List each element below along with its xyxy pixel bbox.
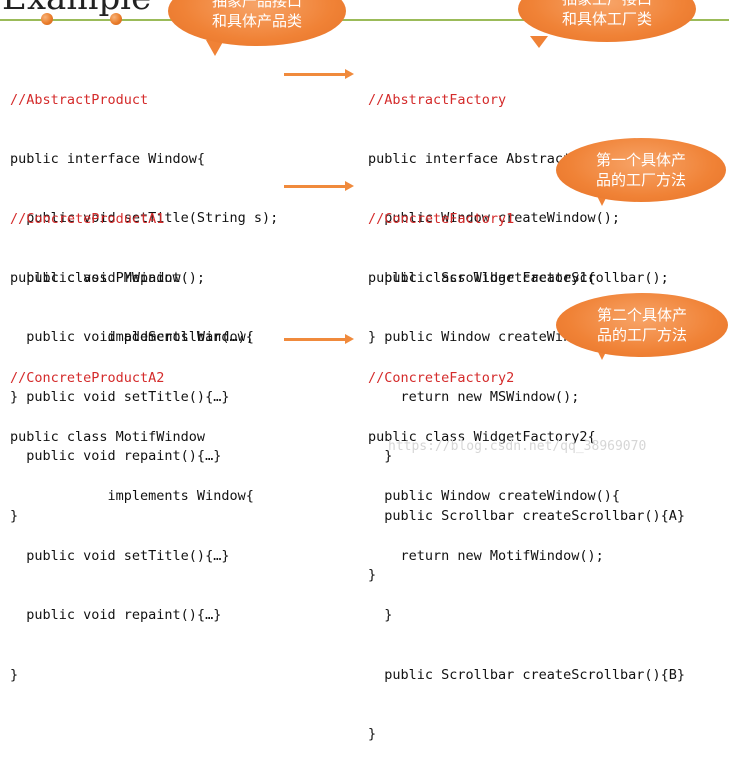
code-line: public void setTitle(String s); <box>10 210 279 227</box>
code-line: public interface Window{ <box>10 150 206 167</box>
bullet-dot-right <box>110 13 122 25</box>
callout-first-factory-method: 第一个具体产 品的工厂方法 <box>556 138 726 202</box>
callout-line: 和具体工厂类 <box>561 10 652 28</box>
bullet-dot-left <box>41 13 53 25</box>
code-concrete-factory-2: //ConcreteFactory2 public class WidgetFa… <box>368 329 685 765</box>
code-line: public Window createWindow(); <box>368 210 620 227</box>
code-line: } <box>368 725 377 742</box>
callout-line: 第一个具体产 <box>595 151 686 169</box>
title-rule <box>0 19 729 21</box>
code-concrete-product-a2: //ConcreteProductA2 public class MotifWi… <box>10 329 254 705</box>
code-line: return new MotifWindow(); <box>368 547 604 564</box>
code-line: implements Window{ <box>10 329 254 346</box>
code-line: public class WidgetFactory1{ <box>368 269 596 286</box>
code-line: implements Window{ <box>10 488 254 505</box>
code-line: return new MSWindow(); <box>368 388 580 405</box>
callout-second-factory-method: 第二个具体产 品的工厂方法 <box>556 293 728 357</box>
code-line: } <box>368 329 377 346</box>
code-line: public void repaint(); <box>10 269 206 286</box>
callout-line: 和具体产品类 <box>211 12 302 30</box>
code-comment: //ConcreteFactory1 <box>368 210 515 227</box>
code-line: } <box>368 448 393 465</box>
callout-line: 品的工厂方法 <box>596 326 687 344</box>
callout-abstract-product: 抽象产品接口 和具体产品类 <box>168 0 346 46</box>
arrow-product-to-factory <box>284 69 354 79</box>
code-comment: //ConcreteProductA2 <box>10 369 165 386</box>
code-line: public void setTitle(){…} <box>10 388 230 405</box>
arrow-a1-to-factory1 <box>284 181 354 191</box>
callout-line: 抽象产品接口 <box>211 0 302 10</box>
code-line: public class PMWindow <box>10 269 181 286</box>
code-line: public void repaint(){…} <box>10 607 222 624</box>
code-line: public void repaint(){…} <box>10 448 222 465</box>
code-line: public Scrollbar createScrollbar(); <box>368 269 669 286</box>
code-concrete-product-a1: //ConcreteProductA1 public class PMWindo… <box>10 170 254 546</box>
code-line: } <box>10 666 19 683</box>
code-comment: //AbstractFactory <box>368 91 507 108</box>
code-line: public void addScrollbar(…); <box>10 329 254 346</box>
code-line: } <box>368 607 393 624</box>
code-line: public Window createWindow(){ <box>368 488 620 505</box>
callout-tail <box>206 40 224 56</box>
code-line: public Scrollbar createScrollbar(){B} <box>368 666 685 683</box>
code-comment: //ConcreteProductA1 <box>10 210 165 227</box>
code-comment: //ConcreteFactory2 <box>368 369 515 386</box>
arrow-a2-to-factory2 <box>284 334 354 344</box>
callout-line: 第二个具体产 <box>596 306 687 324</box>
callout-line: 品的工厂方法 <box>595 171 686 189</box>
watermark: https://blog.csdn.net/qq_38969070 <box>388 439 647 454</box>
code-comment: //AbstractProduct <box>10 91 149 108</box>
code-line: public void setTitle(){…} <box>10 547 230 564</box>
code-line: public class WidgetFactory2{ <box>368 428 596 445</box>
code-line: public class MotifWindow <box>10 428 206 445</box>
callout-tail <box>530 36 548 48</box>
code-abstract-product: //AbstractProduct public interface Windo… <box>10 51 278 427</box>
callout-line: 抽象工厂接口 <box>562 0 652 9</box>
slide-title: Example <box>2 0 151 18</box>
code-line: } <box>10 388 19 405</box>
